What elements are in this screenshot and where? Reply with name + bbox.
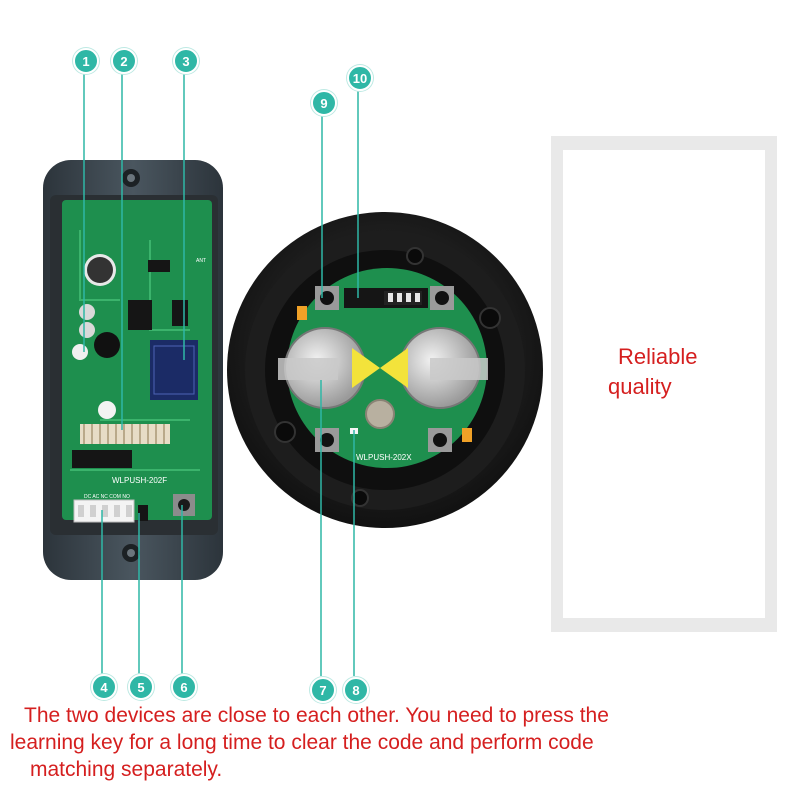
quality-text: Reliable quality (608, 342, 758, 402)
marker-9: 9 (311, 90, 337, 116)
tact-switch-bottom-left (315, 428, 339, 452)
coin-batteries (278, 327, 488, 409)
transmitter-device: WLPUSH-202X (227, 212, 543, 528)
quality-line-2: quality (608, 374, 672, 399)
tact-switch-bottom-right (428, 428, 452, 452)
quality-card-inner (563, 150, 765, 618)
instruction-caption: The two devices are close to each other.… (10, 702, 790, 783)
marker-10: 10 (347, 65, 373, 91)
caption-line-1: The two devices are close to each other.… (24, 704, 609, 727)
caption-line-2: learning key for a long time to clear th… (10, 731, 594, 754)
antenna-coil (80, 424, 170, 444)
left-board-model: WLPUSH-202F (112, 476, 167, 485)
caption-line-3: matching separately. (30, 758, 223, 781)
learn-button (173, 494, 195, 516)
marker-7: 7 (310, 677, 336, 703)
quality-line-1: Reliable (618, 344, 698, 369)
marker-6: 6 (171, 674, 197, 700)
terminal-labels: DC AC NC COM NO (84, 494, 130, 500)
marker-1: 1 (73, 48, 99, 74)
right-board-model: WLPUSH-202X (356, 453, 412, 462)
tact-switch-top-right (430, 286, 454, 310)
marker-2: 2 (111, 48, 137, 74)
marker-4: 4 (91, 674, 117, 700)
ant-label: ANT (196, 258, 206, 264)
tact-switch-top-left (315, 286, 339, 310)
marker-5: 5 (128, 674, 154, 700)
marker-3: 3 (173, 48, 199, 74)
quality-card (551, 136, 777, 632)
marker-8: 8 (343, 677, 369, 703)
receiver-device: DC AC NC COM NO WLPUSH-202F ANT (43, 160, 223, 580)
leader-lines (83, 72, 359, 676)
